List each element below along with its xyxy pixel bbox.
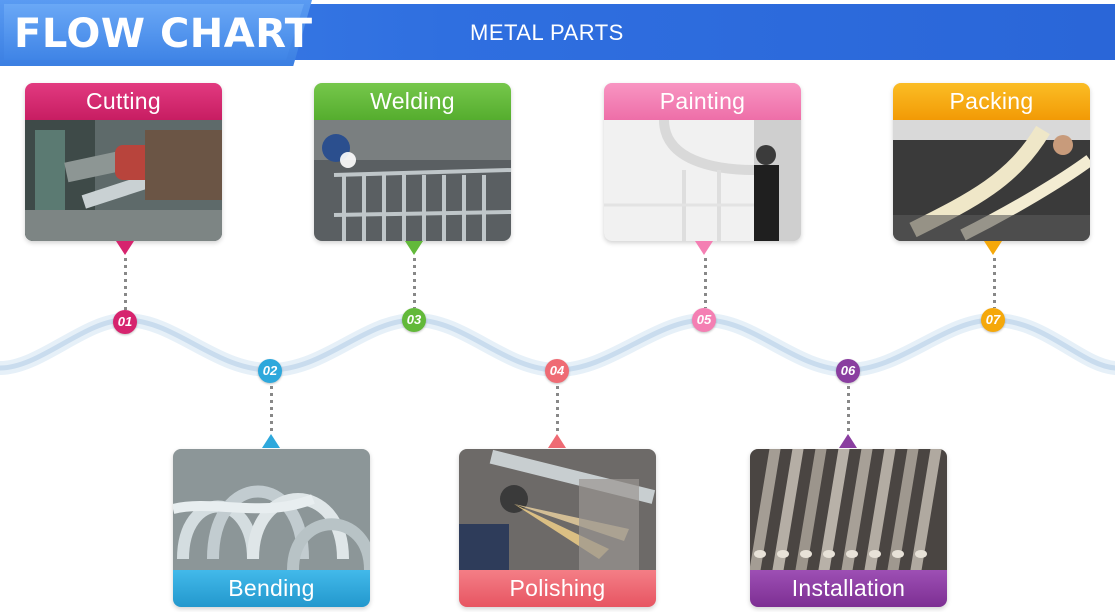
connector-dots [413, 258, 416, 308]
connector-dots [704, 258, 707, 308]
step-label: Welding [314, 83, 511, 120]
step-label: Painting [604, 83, 801, 120]
step-number-badge: 01 [113, 310, 137, 334]
step-pointer [839, 434, 857, 448]
step-card-packing: Packing [893, 83, 1090, 241]
step-pointer [405, 241, 423, 255]
step-pointer [984, 241, 1002, 255]
step-pointer [548, 434, 566, 448]
step-number-badge: 02 [258, 359, 282, 383]
step-label: Installation [750, 570, 947, 607]
header-tab-inner [4, 4, 304, 60]
step-card-installation: Installation [750, 449, 947, 607]
step-card-cutting: Cutting [25, 83, 222, 241]
packing-photo [893, 120, 1090, 241]
step-number-badge: 06 [836, 359, 860, 383]
page-subtitle: METAL PARTS [470, 20, 624, 45]
step-number-badge: 04 [545, 359, 569, 383]
step-number-badge: 03 [402, 308, 426, 332]
step-number-badge: 07 [981, 308, 1005, 332]
connector-dots [993, 258, 996, 308]
page-title: FLOW CHART [14, 11, 313, 57]
cutting-photo [25, 120, 222, 241]
welding-photo [314, 120, 511, 241]
step-label: Packing [893, 83, 1090, 120]
step-card-welding: Welding [314, 83, 511, 241]
step-pointer [262, 434, 280, 448]
timeline-wave [0, 312, 1115, 378]
header-tab [0, 0, 312, 66]
step-pointer [695, 241, 713, 255]
step-label: Polishing [459, 570, 656, 607]
polishing-photo [459, 449, 656, 570]
connector-dots [847, 386, 850, 432]
step-label: Bending [173, 570, 370, 607]
step-label: Cutting [25, 83, 222, 120]
step-pointer [116, 241, 134, 255]
step-card-painting: Painting [604, 83, 801, 241]
installation-photo [750, 449, 947, 570]
step-card-polishing: Polishing [459, 449, 656, 607]
connector-dots [270, 386, 273, 432]
painting-photo [604, 120, 801, 241]
connector-dots [556, 386, 559, 432]
connector-dots [124, 258, 127, 310]
step-number-badge: 05 [692, 308, 716, 332]
step-card-bending: Bending [173, 449, 370, 607]
bending-photo [173, 449, 370, 570]
